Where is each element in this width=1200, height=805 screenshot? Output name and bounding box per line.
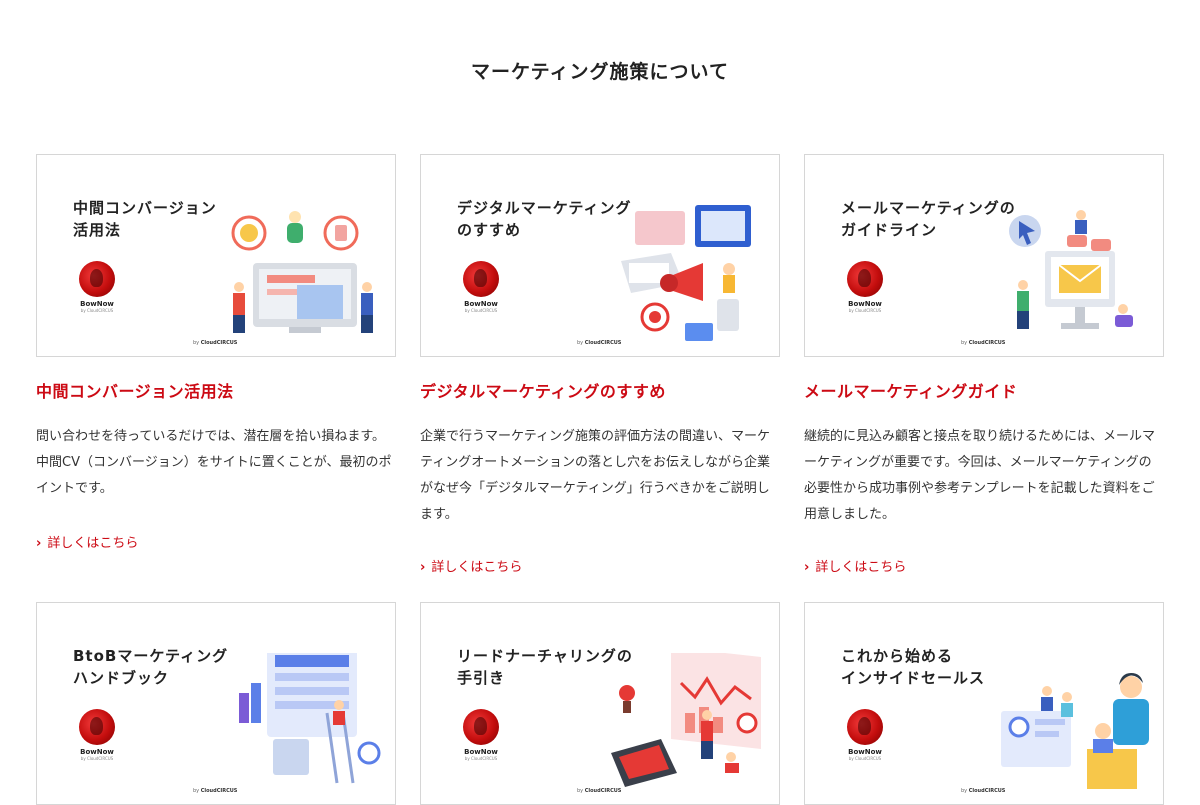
- cloudcircus-credit: by CloudCIRCUS: [577, 340, 622, 346]
- chevron-right-icon: ›: [36, 536, 42, 551]
- card-2-thumbnail[interactable]: デジタルマーケティング のすすめ BowNow by CloudCIRCUS b…: [420, 154, 780, 357]
- bownow-logo-icon: [847, 261, 883, 297]
- cloudcircus-credit: by CloudCIRCUS: [193, 788, 238, 794]
- btob-handbook-illustration-icon: [239, 653, 381, 784]
- card-3-title[interactable]: メールマーケティングガイド: [804, 382, 1018, 401]
- bownow-logo-icon: [79, 261, 115, 297]
- bownow-logo-icon: [463, 261, 499, 297]
- card-4-thumbnail[interactable]: BtoBマーケティング ハンドブック BowNow by CloudCIRCUS…: [36, 602, 396, 805]
- thumbnail-title: デジタルマーケティング のすすめ: [457, 199, 632, 239]
- conversion-illustration-icon: [231, 211, 373, 333]
- card-1-more-link[interactable]: ›詳しくはこちら: [36, 536, 139, 551]
- cloudcircus-credit: by CloudCIRCUS: [961, 340, 1006, 346]
- bownow-logo: BowNow by CloudCIRCUS: [845, 709, 885, 761]
- card-4: BtoBマーケティング ハンドブック BowNow by CloudCIRCUS…: [36, 602, 396, 805]
- bownow-logo-icon: [463, 709, 499, 745]
- thumbnail-title: BtoBマーケティング ハンドブック: [73, 647, 229, 687]
- card-2-description: 企業で行うマーケティング施策の評価方法の間違い、マーケティングオートメーションの…: [420, 429, 770, 522]
- page-title: マーケティング施策について: [471, 60, 729, 83]
- card-3-description: 継続的に見込み顧客と接点を取り続けるためには、メールマーケティングが重要です。今…: [804, 429, 1156, 522]
- card-2-more-link[interactable]: ›詳しくはこちら: [420, 560, 523, 575]
- thumbnail-title: これから始める インサイドセールス: [841, 647, 986, 687]
- lead-nurturing-illustration-icon: [611, 653, 761, 787]
- thumbnail-title: メールマーケティングの ガイドライン: [841, 199, 1016, 239]
- bownow-logo-icon: [79, 709, 115, 745]
- chevron-right-icon: ›: [420, 560, 426, 575]
- thumbnail-title: 中間コンバージョン 活用法: [73, 199, 217, 239]
- cloudcircus-credit: by CloudCIRCUS: [961, 788, 1006, 794]
- card-6: これから始める インサイドセールス BowNow by CloudCIRCUS …: [804, 602, 1164, 805]
- thumbnail-title: リードナーチャリングの 手引き: [457, 647, 633, 687]
- email-marketing-illustration-icon: [1009, 210, 1133, 329]
- card-5-thumbnail[interactable]: リードナーチャリングの 手引き BowNow by CloudCIRCUS by…: [420, 602, 780, 805]
- card-1-description: 問い合わせを待っているだけでは、潜在層を拾い損ねます。中間CV（コンバージョン）…: [36, 429, 392, 496]
- bownow-logo: BowNow by CloudCIRCUS: [461, 261, 501, 313]
- bownow-logo: BowNow by CloudCIRCUS: [77, 709, 117, 761]
- chevron-right-icon: ›: [804, 560, 810, 575]
- inside-sales-illustration-icon: [1001, 673, 1149, 789]
- card-3-more-link[interactable]: ›詳しくはこちら: [804, 560, 907, 575]
- cloudcircus-credit: by CloudCIRCUS: [193, 340, 238, 346]
- card-6-thumbnail[interactable]: これから始める インサイドセールス BowNow by CloudCIRCUS …: [804, 602, 1164, 805]
- card-1-title[interactable]: 中間コンバージョン活用法: [36, 382, 234, 401]
- card-2-title[interactable]: デジタルマーケティングのすすめ: [420, 382, 666, 401]
- card-1-thumbnail[interactable]: 中間コンバージョン 活用法 BowNow by CloudCIRCUS by C…: [36, 154, 396, 357]
- card-2: デジタルマーケティング のすすめ BowNow by CloudCIRCUS b…: [420, 154, 780, 588]
- card-3-thumbnail[interactable]: メールマーケティングの ガイドライン BowNow by CloudCIRCUS…: [804, 154, 1164, 357]
- card-5: リードナーチャリングの 手引き BowNow by CloudCIRCUS by…: [420, 602, 780, 805]
- digital-marketing-illustration-icon: [621, 205, 751, 341]
- bownow-logo-icon: [847, 709, 883, 745]
- bownow-logo: BowNow by CloudCIRCUS: [845, 261, 885, 313]
- bownow-logo: BowNow by CloudCIRCUS: [461, 709, 501, 761]
- cloudcircus-credit: by CloudCIRCUS: [577, 788, 622, 794]
- bownow-logo: BowNow by CloudCIRCUS: [77, 261, 117, 313]
- card-3: メールマーケティングの ガイドライン BowNow by CloudCIRCUS…: [804, 154, 1164, 588]
- card-1: 中間コンバージョン 活用法 BowNow by CloudCIRCUS by C…: [36, 154, 396, 564]
